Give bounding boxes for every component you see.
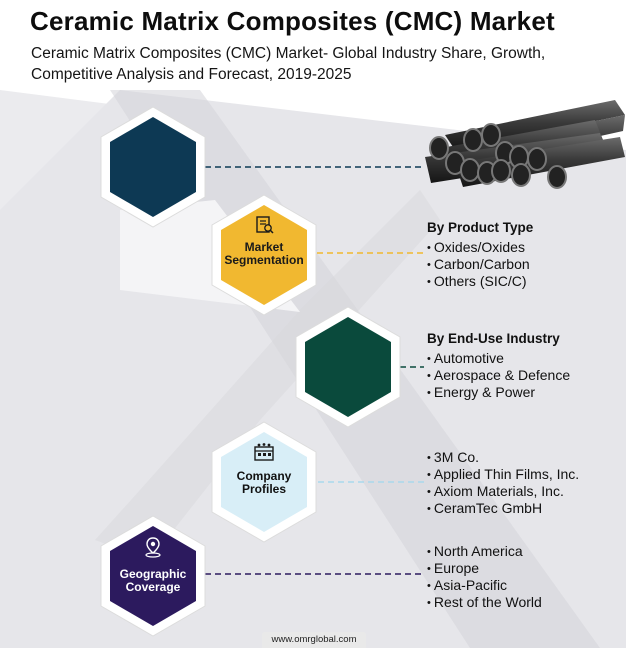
hex-market-segmentation-line1: Market xyxy=(244,240,284,254)
hex-geographic-coverage-line1: Geographic xyxy=(119,567,187,581)
list-item: Applied Thin Films, Inc. xyxy=(427,466,579,483)
product-type-section: By Product Type Oxides/Oxides Carbon/Car… xyxy=(427,220,533,290)
cmc-tubes-image xyxy=(425,100,625,189)
hex-company-profiles: Company Profiles xyxy=(209,420,319,544)
list-item: Aerospace & Defence xyxy=(427,367,570,384)
product-type-heading: By Product Type xyxy=(427,220,534,235)
list-item: Axiom Materials, Inc. xyxy=(427,483,579,500)
list-item: Europe xyxy=(427,560,542,577)
list-item: North America xyxy=(427,543,542,560)
list-item: 3M Co. xyxy=(427,449,579,466)
list-item: Others (SIC/C) xyxy=(427,273,533,290)
hex-end-use xyxy=(293,305,403,429)
page-subtitle: Ceramic Matrix Composites (CMC) Market- … xyxy=(31,45,546,83)
hex-top xyxy=(98,105,208,229)
page-title: Ceramic Matrix Composites (CMC) Market xyxy=(30,6,555,36)
end-use-list: Automotive Aerospace & Defence Energy & … xyxy=(427,350,570,401)
list-item: Automotive xyxy=(427,350,570,367)
building-icon xyxy=(253,442,275,462)
hex-company-profiles-line2: Profiles xyxy=(241,482,286,496)
hex-geographic-coverage-line2: Coverage xyxy=(125,580,181,594)
list-item: CeramTec GmbH xyxy=(427,500,579,517)
list-item: Asia-Pacific xyxy=(427,577,542,594)
product-type-list: Oxides/Oxides Carbon/Carbon Others (SIC/… xyxy=(427,239,533,290)
list-item: Energy & Power xyxy=(427,384,570,401)
hex-market-segmentation: Market Segmentation xyxy=(209,193,319,317)
list-item: Rest of the World xyxy=(427,594,542,611)
hex-market-segmentation-label: Market Segmentation xyxy=(209,241,319,267)
companies-section: 3M Co. Applied Thin Films, Inc. Axiom Ma… xyxy=(427,449,579,517)
list-item: Carbon/Carbon xyxy=(427,256,533,273)
list-item: Oxides/Oxides xyxy=(427,239,533,256)
footer-url[interactable]: www.omrglobal.com xyxy=(262,632,366,648)
report-icon xyxy=(254,215,274,235)
hex-company-profiles-line1: Company xyxy=(236,469,292,483)
end-use-heading: By End-Use Industry xyxy=(427,331,560,346)
companies-list: 3M Co. Applied Thin Films, Inc. Axiom Ma… xyxy=(427,449,579,517)
hex-geographic-coverage: Geographic Coverage xyxy=(98,514,208,638)
hex-market-segmentation-line2: Segmentation xyxy=(224,253,304,267)
globe-pin-icon xyxy=(143,536,163,558)
end-use-section: By End-Use Industry Automotive Aerospace… xyxy=(427,331,570,401)
regions-list: North America Europe Asia-Pacific Rest o… xyxy=(427,543,542,611)
regions-section: North America Europe Asia-Pacific Rest o… xyxy=(427,543,542,611)
hex-geographic-coverage-label: Geographic Coverage xyxy=(98,568,208,594)
hex-company-profiles-label: Company Profiles xyxy=(209,470,319,496)
